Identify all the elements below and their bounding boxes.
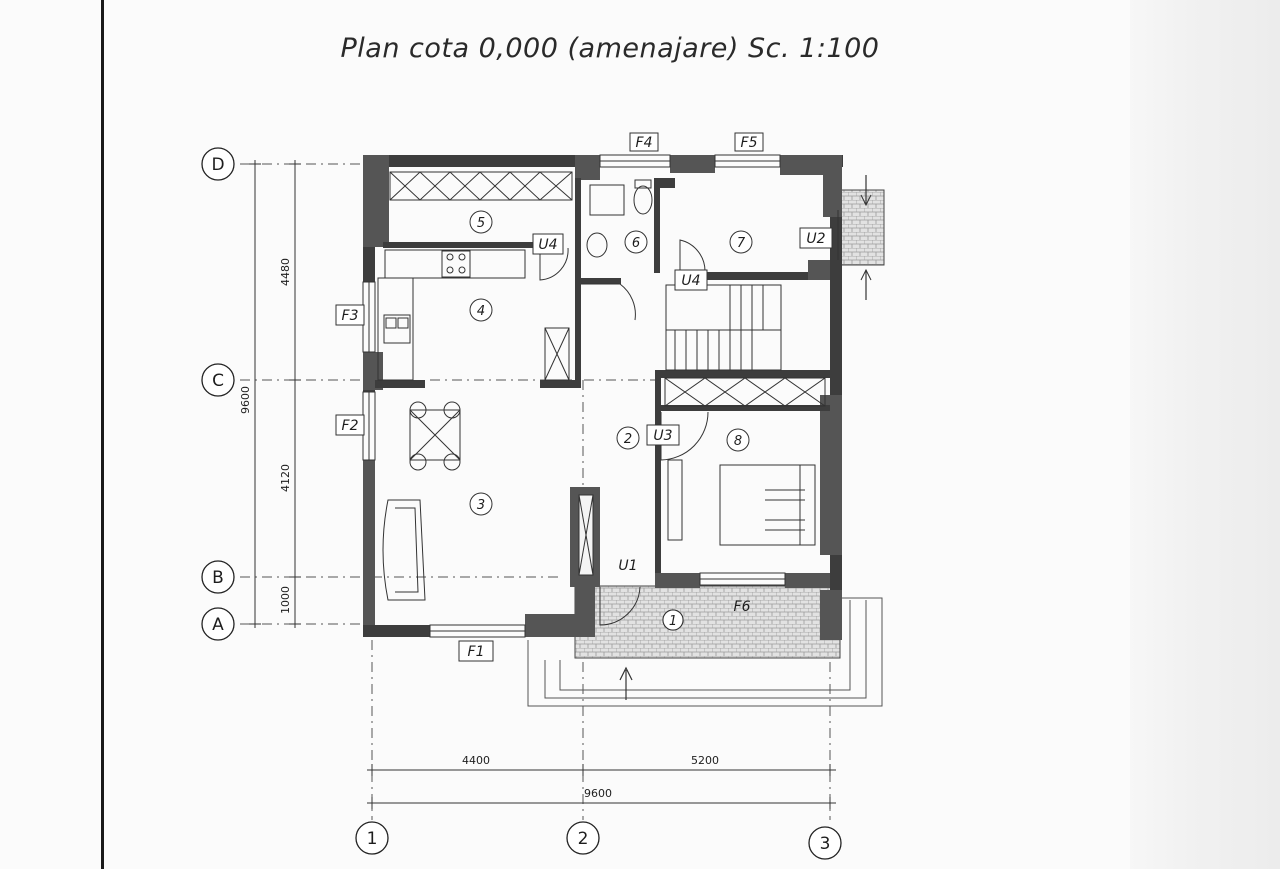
axis-bubbles xyxy=(201,147,842,860)
window-openings xyxy=(362,154,786,638)
axis-label-c: C xyxy=(212,371,224,391)
room-numbers: 1 2 3 4 5 6 7 8 xyxy=(477,216,746,629)
furniture xyxy=(377,171,826,601)
axis-bubble-b xyxy=(201,560,235,594)
window-label-f5: F5 xyxy=(741,135,758,151)
page-border-line xyxy=(101,0,104,869)
window-label-f1: F1 xyxy=(468,644,485,660)
terrace xyxy=(527,585,883,707)
door-label-u4-kitchen: U4 xyxy=(538,237,557,253)
axis-label-a: A xyxy=(212,615,224,635)
dim-4480: 4480 xyxy=(279,258,292,286)
axis-label-3: 3 xyxy=(820,834,831,854)
axis-grid-lines xyxy=(240,163,831,820)
dimension-lines xyxy=(249,160,836,809)
dim-9600-horizontal: 9600 xyxy=(584,787,612,800)
axis-bubble-1 xyxy=(355,821,389,855)
door-labels: U1 U2 U3 U4 U4 xyxy=(538,231,825,574)
axis-label-2: 2 xyxy=(578,829,589,849)
window-label-f3: F3 xyxy=(342,308,359,324)
dim-9600-vertical: 9600 xyxy=(239,386,252,414)
dim-4400: 4400 xyxy=(462,754,490,767)
dimension-texts: 4480 4120 1000 9600 4400 5200 9600 xyxy=(239,258,719,800)
door-label-u3: U3 xyxy=(653,428,672,444)
room-number-2: 2 xyxy=(624,432,632,447)
dim-1000: 1000 xyxy=(279,586,292,614)
door-label-u2: U2 xyxy=(806,231,825,247)
door-label-u4-hall: U4 xyxy=(681,273,700,289)
scan-shadow xyxy=(1130,0,1280,869)
window-labels: F1 F2 F3 F4 F5 F6 xyxy=(342,135,758,660)
room-number-5: 5 xyxy=(477,216,485,231)
room-number-6: 6 xyxy=(632,236,640,251)
room-number-7: 7 xyxy=(737,236,746,251)
axis-label-d: D xyxy=(211,155,224,175)
side-steps xyxy=(837,175,885,300)
room-number-4: 4 xyxy=(477,304,485,319)
walls xyxy=(363,155,843,640)
door-swings xyxy=(539,210,839,626)
tag-boxes xyxy=(335,132,833,662)
axis-label-b: B xyxy=(212,568,224,588)
dim-5200: 5200 xyxy=(691,754,719,767)
room-number-8: 8 xyxy=(734,434,742,449)
window-label-f2: F2 xyxy=(342,418,359,434)
room-bubbles xyxy=(469,210,753,631)
axis-bubble-2 xyxy=(566,821,600,855)
axis-labels: D C B A 1 2 3 xyxy=(211,155,830,854)
axis-label-1: 1 xyxy=(367,829,378,849)
axis-bubble-3 xyxy=(808,826,842,860)
window-label-f6: F6 xyxy=(734,599,751,615)
plan-title: Plan cota 0,000 (amenajare) Sc. 1:100 xyxy=(340,33,880,64)
room-number-3: 3 xyxy=(477,498,485,513)
dim-4120: 4120 xyxy=(279,464,292,492)
door-label-u1: U1 xyxy=(618,558,637,574)
axis-bubble-d xyxy=(201,147,235,181)
room-number-1: 1 xyxy=(669,614,677,629)
window-label-f4: F4 xyxy=(636,135,653,151)
axis-bubble-c xyxy=(201,363,235,397)
axis-bubble-a xyxy=(201,607,235,641)
